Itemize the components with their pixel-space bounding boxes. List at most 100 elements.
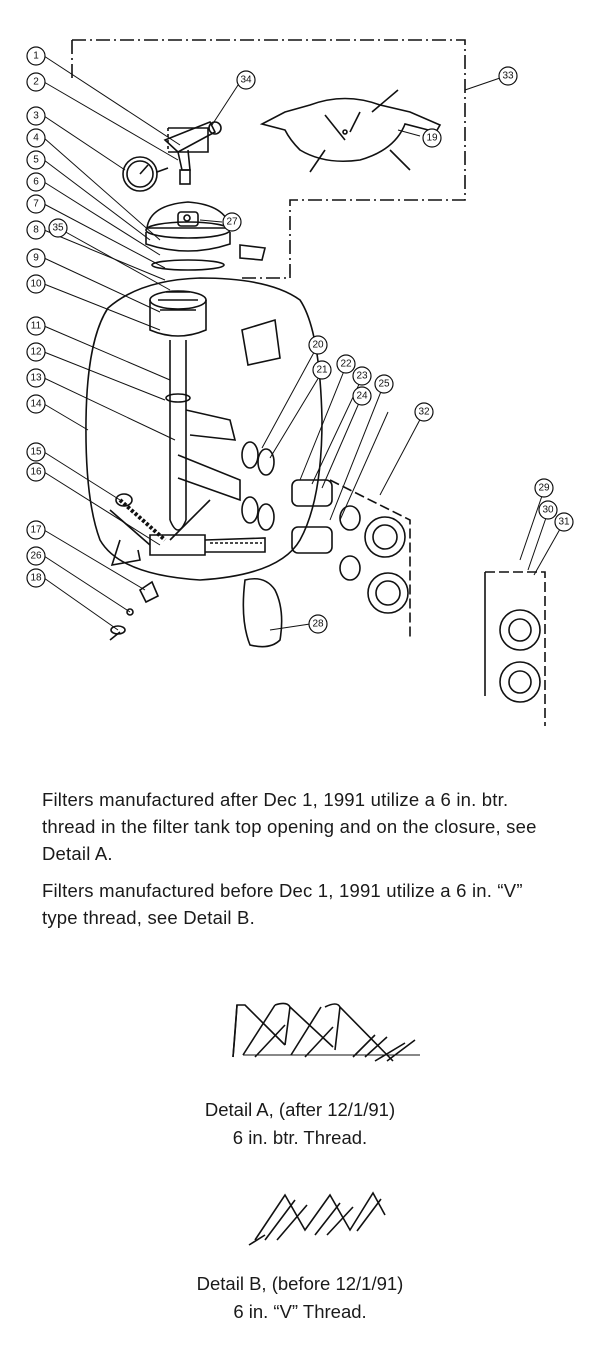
callout-21: 21	[312, 360, 332, 380]
callout-number: 4	[33, 133, 39, 144]
callout-number: 19	[426, 133, 438, 144]
callout-number: 16	[30, 467, 42, 478]
callout-number: 6	[33, 177, 39, 188]
callout-number: 31	[558, 517, 570, 528]
callout-circle	[26, 316, 46, 336]
callout-18: 18	[26, 568, 46, 588]
callout-circle	[26, 342, 46, 362]
callout-19: 19	[422, 128, 442, 148]
callout-number: 1	[33, 51, 39, 62]
callout-circle	[26, 172, 46, 192]
callout-5: 5	[26, 150, 46, 170]
callout-circle	[26, 194, 46, 214]
callout-circle	[26, 248, 46, 268]
detail-a-title: Detail A, (after 12/1/91)	[204, 1099, 396, 1120]
callout-number: 35	[52, 223, 64, 234]
pipe-unions	[241, 441, 411, 640]
callout-circle	[352, 366, 372, 386]
callout-11: 11	[26, 316, 46, 336]
callout-10: 10	[26, 274, 46, 294]
callout-3: 3	[26, 106, 46, 126]
callout-number: 22	[340, 359, 352, 370]
callout-32: 32	[414, 402, 434, 422]
callout-circle	[26, 442, 46, 462]
callout-circle	[26, 220, 46, 240]
callout-24: 24	[352, 386, 372, 406]
detail-a-subtitle: 6 in. btr. Thread.	[232, 1127, 368, 1148]
callout-circle	[312, 360, 332, 380]
callout-number: 17	[30, 525, 42, 536]
callout-number: 13	[30, 373, 42, 384]
callout-circle	[222, 212, 242, 232]
callout-circle	[26, 546, 46, 566]
callout-circle	[26, 150, 46, 170]
callout-number: 26	[30, 551, 42, 562]
callout-35: 35	[48, 218, 68, 238]
callout-6: 6	[26, 172, 46, 192]
callout-23: 23	[352, 366, 372, 386]
callout-8: 8	[26, 220, 46, 240]
detail-b-v-thread	[248, 1191, 386, 1246]
tank-stand	[242, 577, 283, 648]
callout-number: 18	[30, 573, 42, 584]
callout-circle	[26, 46, 46, 66]
callout-number: 12	[30, 347, 42, 358]
thread-note-after: Filters manufactured after Dec 1, 1991 u…	[42, 789, 537, 864]
callout-number: 7	[33, 199, 39, 210]
callout-number: 8	[33, 225, 39, 236]
callout-16: 16	[26, 462, 46, 482]
callout-circle	[498, 66, 518, 86]
callout-circle	[538, 500, 558, 520]
callout-17: 17	[26, 520, 46, 540]
closure-dome	[145, 201, 231, 271]
callout-number: 10	[30, 279, 42, 290]
callout-number: 33	[502, 71, 514, 82]
callout-circle	[26, 568, 46, 588]
exploded-filter-diagram: 1234567835910111213141516172618192021222…	[26, 39, 574, 726]
callout-number: 3	[33, 111, 39, 122]
callout-circle	[352, 386, 372, 406]
spanner-wrench	[259, 89, 442, 173]
callout-number: 20	[312, 340, 324, 351]
callout-circle	[26, 106, 46, 126]
callout-33: 33	[498, 66, 518, 86]
callout-number: 5	[33, 155, 39, 166]
callout-circle	[48, 218, 68, 238]
callout-circle	[308, 335, 328, 355]
callout-circle	[26, 72, 46, 92]
callout-circle	[534, 478, 554, 498]
filter-tank	[85, 244, 323, 581]
callout-28: 28	[308, 614, 328, 634]
callout-25: 25	[374, 374, 394, 394]
leader-lines	[43, 55, 565, 631]
callout-circle	[554, 512, 574, 532]
callout-number: 24	[356, 391, 368, 402]
callout-30: 30	[538, 500, 558, 520]
callout-20: 20	[308, 335, 328, 355]
callout-27: 27	[222, 212, 242, 232]
callout-34: 34	[236, 70, 256, 90]
callout-12: 12	[26, 342, 46, 362]
callout-circle	[26, 368, 46, 388]
callout-circle	[26, 274, 46, 294]
callout-2: 2	[26, 72, 46, 92]
callout-number: 2	[33, 77, 39, 88]
callout-circle	[422, 128, 442, 148]
callout-circle	[336, 354, 356, 374]
callout-circle	[236, 70, 256, 90]
callout-number: 30	[542, 505, 554, 516]
detail-a-buttress-thread	[232, 1002, 420, 1062]
callout-15: 15	[26, 442, 46, 462]
callout-number: 32	[418, 407, 430, 418]
callout-circle	[374, 374, 394, 394]
callout-circle	[308, 614, 328, 634]
callout-22: 22	[336, 354, 356, 374]
callout-14: 14	[26, 394, 46, 414]
callout-number: 25	[378, 379, 390, 390]
callout-number: 29	[538, 483, 550, 494]
callout-circle	[414, 402, 434, 422]
side-union-pair	[484, 571, 546, 726]
callout-number: 34	[240, 75, 252, 86]
callout-7: 7	[26, 194, 46, 214]
